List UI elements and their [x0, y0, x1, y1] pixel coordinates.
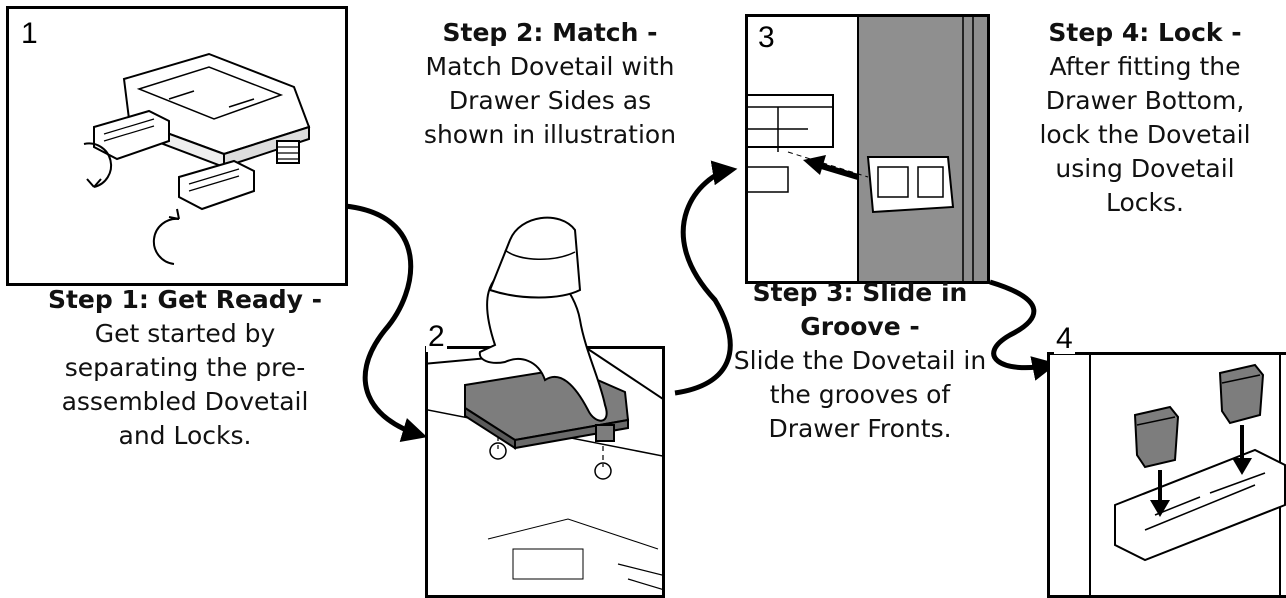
step-2-line: Match Dovetail with — [425, 52, 675, 81]
panel-3: 3 — [745, 14, 990, 284]
step-2-text: Step 2: Match - Match Dovetail with Draw… — [385, 16, 715, 152]
step-4-line: lock the Dovetail — [1039, 120, 1251, 149]
step-4-text: Step 4: Lock - After fitting the Drawer … — [1000, 16, 1286, 220]
step-1-line: and Locks. — [118, 421, 252, 450]
step-4-heading: Step 4: Lock - — [1048, 18, 1242, 47]
panel-1: 1 — [6, 6, 348, 286]
step-4-line: using Dovetail — [1055, 154, 1235, 183]
step-4-line: Drawer Bottom, — [1045, 86, 1245, 115]
step-4-line: Locks. — [1106, 188, 1184, 217]
dovetail-lock-illustration — [1089, 355, 1286, 595]
arrow-3-to-4 — [989, 279, 1058, 381]
panel-number: 1 — [19, 17, 40, 50]
step-1-line: assembled Dovetail — [61, 387, 309, 416]
step-3-line: Slide the Dovetail in — [733, 346, 987, 375]
step-2-line: Drawer Sides as — [448, 86, 652, 115]
drawer-front-illustration — [748, 17, 987, 281]
step-4-line: After fitting the — [1049, 52, 1241, 81]
panel-number: 3 — [756, 21, 777, 54]
panel-2-number: 2 — [426, 320, 447, 353]
panel-4 — [1047, 352, 1286, 598]
dovetail-assembly-illustration — [83, 52, 311, 265]
step-3-heading: Groove - — [800, 312, 920, 341]
panel-4-number: 4 — [1054, 322, 1075, 355]
arrow-2-to-3 — [674, 160, 738, 396]
step-2-heading: Step 2: Match - — [442, 18, 658, 47]
arrow-1-to-2 — [344, 203, 428, 442]
step-3-line: Drawer Fronts. — [768, 414, 952, 443]
step-3-heading: Step 3: Slide in — [752, 278, 968, 307]
step-3-line: the grooves of — [769, 380, 951, 409]
step-3-text: Step 3: Slide in Groove - Slide the Dove… — [695, 276, 1025, 446]
step-1-line: separating the pre- — [64, 353, 306, 382]
step-2-line: shown in illustration — [423, 120, 677, 149]
step-1-heading: Step 1: Get Ready - — [47, 285, 323, 314]
step-1-line: Get started by — [94, 319, 276, 348]
step-1-text: Step 1: Get Ready - Get started by separ… — [20, 283, 350, 453]
